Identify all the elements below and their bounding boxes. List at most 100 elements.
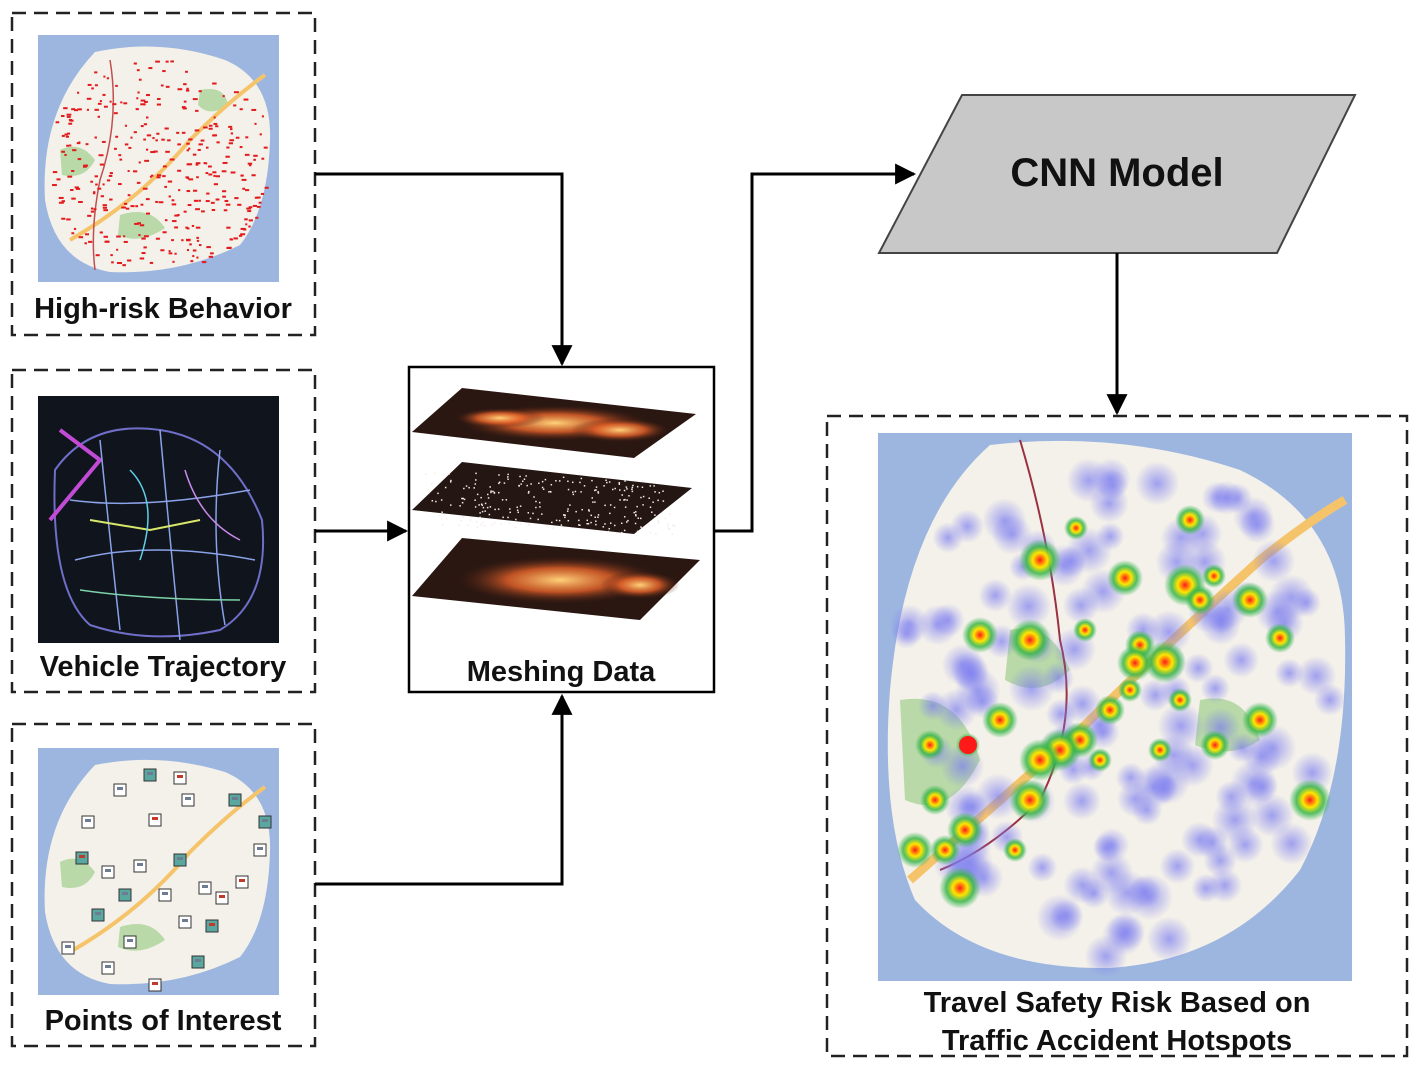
mesh-speck (528, 490, 530, 493)
risk-dot (77, 91, 80, 94)
mesh-speck (595, 486, 598, 488)
risk-dot (263, 146, 268, 149)
heat-hotspot (947, 812, 983, 848)
risk-dot (162, 70, 166, 73)
heat-spot-weak (1274, 658, 1305, 688)
mesh-speck (487, 497, 490, 499)
risk-dot (208, 255, 214, 258)
risk-dot (216, 141, 220, 144)
mesh-speck (642, 504, 644, 506)
risk-dot (196, 176, 199, 179)
risk-dot (85, 233, 90, 236)
cnn-model-label: CNN Model (1010, 151, 1223, 195)
risk-dot (229, 128, 233, 131)
risk-dot (158, 201, 164, 204)
risk-dot (233, 237, 238, 240)
risk-dot (160, 84, 164, 87)
risk-dot (106, 179, 111, 182)
mesh-speck (538, 482, 540, 485)
mesh-speck (577, 524, 580, 526)
mesh-speck (636, 530, 639, 533)
mesh-speck (648, 497, 650, 499)
heat-hotspot (1265, 623, 1295, 653)
mesh-speck (463, 487, 465, 490)
risk-dot (238, 234, 243, 237)
risk-dot (72, 149, 77, 152)
mesh-speck (482, 506, 485, 509)
risk-dot (140, 99, 146, 102)
mesh-speck (532, 512, 534, 515)
mesh-speck (612, 488, 614, 491)
mesh-speck (602, 526, 605, 528)
mesh-speck (607, 530, 610, 533)
heat-spot-weak (1268, 574, 1315, 620)
risk-dot (196, 236, 199, 239)
risk-dot (223, 209, 228, 212)
risk-dot (99, 163, 105, 166)
risk-dot (260, 192, 265, 195)
mesh-speck (608, 481, 611, 483)
risk-dot (168, 195, 171, 198)
risk-dot (177, 143, 181, 146)
mesh-speck (462, 516, 465, 518)
mesh-speck (558, 480, 561, 482)
mesh-speck (620, 522, 623, 525)
risk-dot (235, 136, 240, 139)
risk-dot (84, 242, 87, 245)
risk-dot (117, 183, 122, 186)
mesh-speck (523, 478, 526, 480)
mesh-speck (498, 481, 501, 483)
mesh-speck (467, 524, 469, 527)
mesh-speck (483, 524, 486, 527)
mesh-speck (571, 481, 574, 484)
risk-dot (177, 88, 183, 91)
risk-dot (174, 214, 179, 217)
risk-dot (190, 260, 194, 263)
risk-dot (258, 201, 262, 204)
mesh-speck (459, 505, 461, 507)
mesh-speck (579, 524, 581, 526)
mesh-speck (562, 476, 565, 479)
mesh-speck (590, 521, 592, 524)
risk-dot (99, 100, 102, 103)
mesh-speck (631, 490, 634, 493)
poi-marker-icon (148, 978, 162, 992)
mesh-speck (478, 504, 480, 506)
risk-dot (112, 103, 117, 106)
risk-dot (245, 136, 249, 139)
mesh-speck (428, 491, 430, 494)
risk-dot (198, 143, 203, 146)
risk-dot (91, 87, 94, 90)
poi-marker-icon (148, 813, 162, 827)
risk-dot (58, 201, 64, 204)
risk-dot (167, 180, 173, 183)
poi-marker-icon (113, 783, 127, 797)
mesh-speck (425, 473, 427, 476)
risk-dot (67, 175, 73, 178)
risk-dot (106, 77, 110, 80)
mesh-speck (498, 491, 500, 494)
risk-dot (146, 148, 149, 151)
mesh-speck (658, 491, 661, 494)
heat-hotspot (1175, 505, 1205, 535)
mesh-speck (555, 519, 558, 522)
mesh-speck (628, 495, 630, 497)
mesh-speck (475, 472, 477, 475)
risk-dot (215, 175, 220, 178)
mesh-speck (587, 522, 590, 525)
risk-dot (177, 169, 182, 172)
risk-dot (64, 133, 68, 136)
risk-dot (170, 60, 174, 63)
mesh-speck (473, 487, 475, 489)
poi-icon-layer (61, 768, 272, 992)
risk-dot (86, 97, 92, 100)
risk-dot (97, 102, 102, 105)
mesh-speck (468, 486, 470, 489)
mesh-speck (431, 483, 433, 485)
risk-dot (207, 165, 212, 168)
risk-dot (123, 202, 128, 205)
mesh-speck (642, 480, 644, 483)
mesh-speck (488, 513, 491, 516)
heat-hotspot (1168, 688, 1192, 712)
risk-dot (198, 244, 202, 247)
